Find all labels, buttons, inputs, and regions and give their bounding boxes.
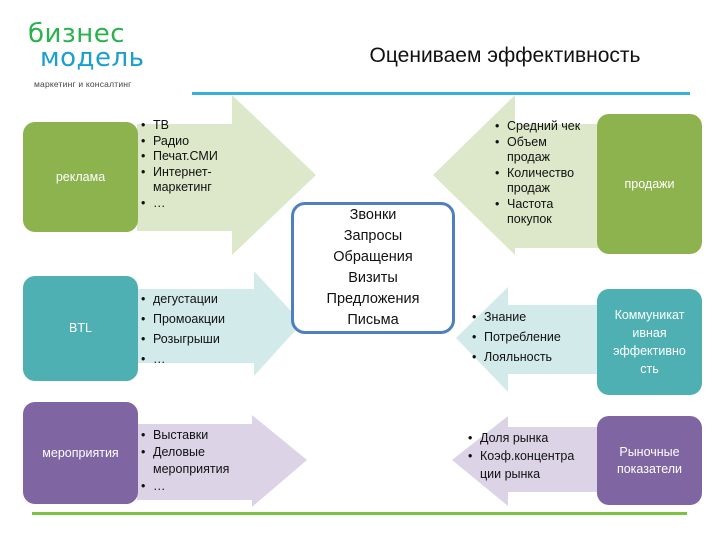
list-events: Выставки Деловые мероприятия …: [141, 427, 261, 495]
logo-line-1: бизнес: [28, 19, 126, 49]
center-item: Звонки: [349, 207, 397, 223]
list-market: Доля рынка Коэф.концентра ции рынка: [468, 429, 593, 483]
box-sales: продажи: [597, 114, 702, 254]
list-item: …: [141, 349, 251, 369]
list-item: Деловые мероприятия: [141, 444, 261, 478]
slide-title: Оцениваем эффективность: [369, 44, 641, 67]
center-item: Письма: [347, 312, 399, 328]
list-item: Радио: [141, 134, 251, 150]
list-item: Розыгрыши: [141, 329, 251, 349]
box-communication: Коммуникат ивная эффективно сть: [597, 289, 702, 395]
box-btl-label: BTL: [69, 321, 92, 335]
list-item: Коэф.концентра ции рынка: [468, 447, 593, 483]
box-market: Рыночные показатели: [597, 416, 702, 505]
box-events-label: мероприятия: [42, 445, 119, 460]
center-item: Запросы: [343, 228, 403, 244]
box-advertising: реклама: [23, 122, 138, 232]
list-item: Выставки: [141, 427, 261, 444]
title-underline: [192, 92, 690, 95]
list-item: …: [141, 478, 261, 495]
list-item: Доля рынка: [468, 429, 593, 447]
list-item: Печат.СМИ: [141, 149, 251, 165]
list-item: Потребление: [472, 327, 592, 347]
list-item: ТВ: [141, 118, 251, 134]
logo-line-2: модель: [40, 43, 145, 73]
company-logo: бизнес модель маркетинг и консалтинг: [28, 19, 178, 89]
list-item: …: [141, 196, 251, 212]
list-item: Лояльность: [472, 347, 592, 367]
bottom-divider: [32, 512, 687, 515]
box-advertising-label: реклама: [55, 169, 106, 184]
list-item: Частота покупок: [495, 197, 600, 228]
list-item: Знание: [472, 307, 592, 327]
box-market-label: Рыночные показатели: [616, 444, 683, 476]
list-sales: Средний чек Объем продаж Количество прод…: [495, 119, 600, 228]
list-advertising: ТВ Радио Печат.СМИ Интернет- маркетинг …: [141, 118, 251, 211]
center-inquiries-box: Звонки Запросы Обращения Визиты Предложе…: [291, 202, 455, 334]
list-item: Средний чек: [495, 119, 600, 135]
list-item: Количество продаж: [495, 166, 600, 197]
list-item: Промоакции: [141, 309, 251, 329]
box-btl: BTL: [23, 276, 138, 381]
logo-tagline: маркетинг и консалтинг: [34, 79, 132, 89]
center-item: Обращения: [333, 249, 413, 265]
list-communication: Знание Потребление Лояльность: [472, 307, 592, 367]
box-communication-label: Коммуникат ивная эффективно сть: [613, 308, 686, 376]
list-item: Объем продаж: [495, 135, 600, 166]
list-item: дегустации: [141, 289, 251, 309]
list-btl: дегустации Промоакции Розыгрыши …: [141, 289, 251, 369]
box-sales-label: продажи: [624, 176, 675, 191]
list-item: Интернет- маркетинг: [141, 165, 251, 196]
box-events: мероприятия: [23, 402, 138, 504]
center-item: Визиты: [348, 270, 398, 286]
center-item: Предложения: [326, 291, 420, 307]
